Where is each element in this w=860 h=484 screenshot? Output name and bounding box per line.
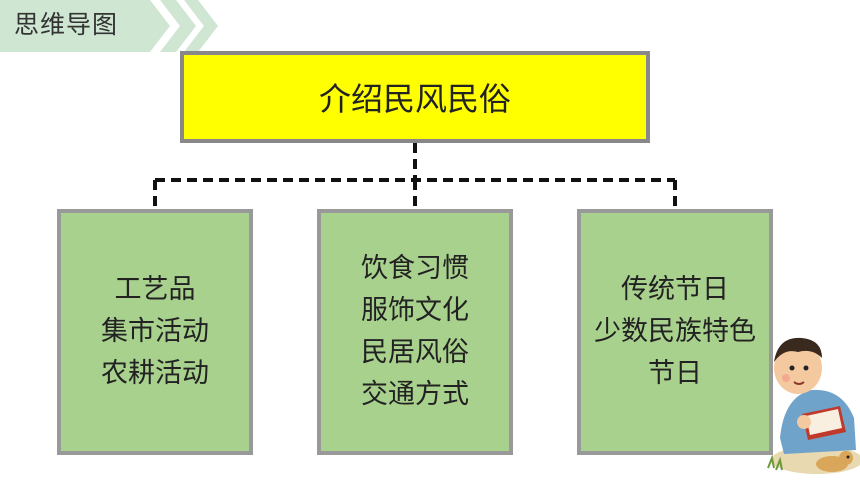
branch-line: 集市活动 bbox=[101, 316, 209, 347]
chevron-icon bbox=[160, 0, 196, 52]
root-node-label: 介绍民风民俗 bbox=[318, 80, 511, 118]
branch-line: 少数民族特色 bbox=[594, 316, 756, 347]
header-tab: 思维导图 bbox=[0, 0, 218, 52]
reading-child-illustration-icon bbox=[767, 337, 860, 474]
branch-line: 交通方式 bbox=[361, 379, 469, 410]
branch-line: 工艺品 bbox=[114, 274, 196, 305]
branch-line: 民居风俗 bbox=[361, 337, 469, 368]
branch-line: 农耕活动 bbox=[101, 358, 209, 389]
branch-node-festivals: 传统节日 少数民族特色 节日 bbox=[577, 209, 773, 455]
branch-line: 传统节日 bbox=[621, 274, 729, 305]
branch-node-crafts: 工艺品 集市活动 农耕活动 bbox=[57, 209, 253, 455]
root-node: 介绍民风民俗 bbox=[180, 51, 650, 143]
chevron-icon bbox=[184, 0, 218, 52]
branch-line: 服饰文化 bbox=[361, 295, 469, 326]
branch-node-daily-life: 饮食习惯 服饰文化 民居风俗 交通方式 bbox=[317, 209, 513, 455]
page-title: 思维导图 bbox=[14, 10, 119, 39]
branch-line: 饮食习惯 bbox=[361, 253, 469, 284]
header-tab-shape bbox=[0, 0, 218, 52]
branch-line: 节日 bbox=[648, 358, 702, 389]
